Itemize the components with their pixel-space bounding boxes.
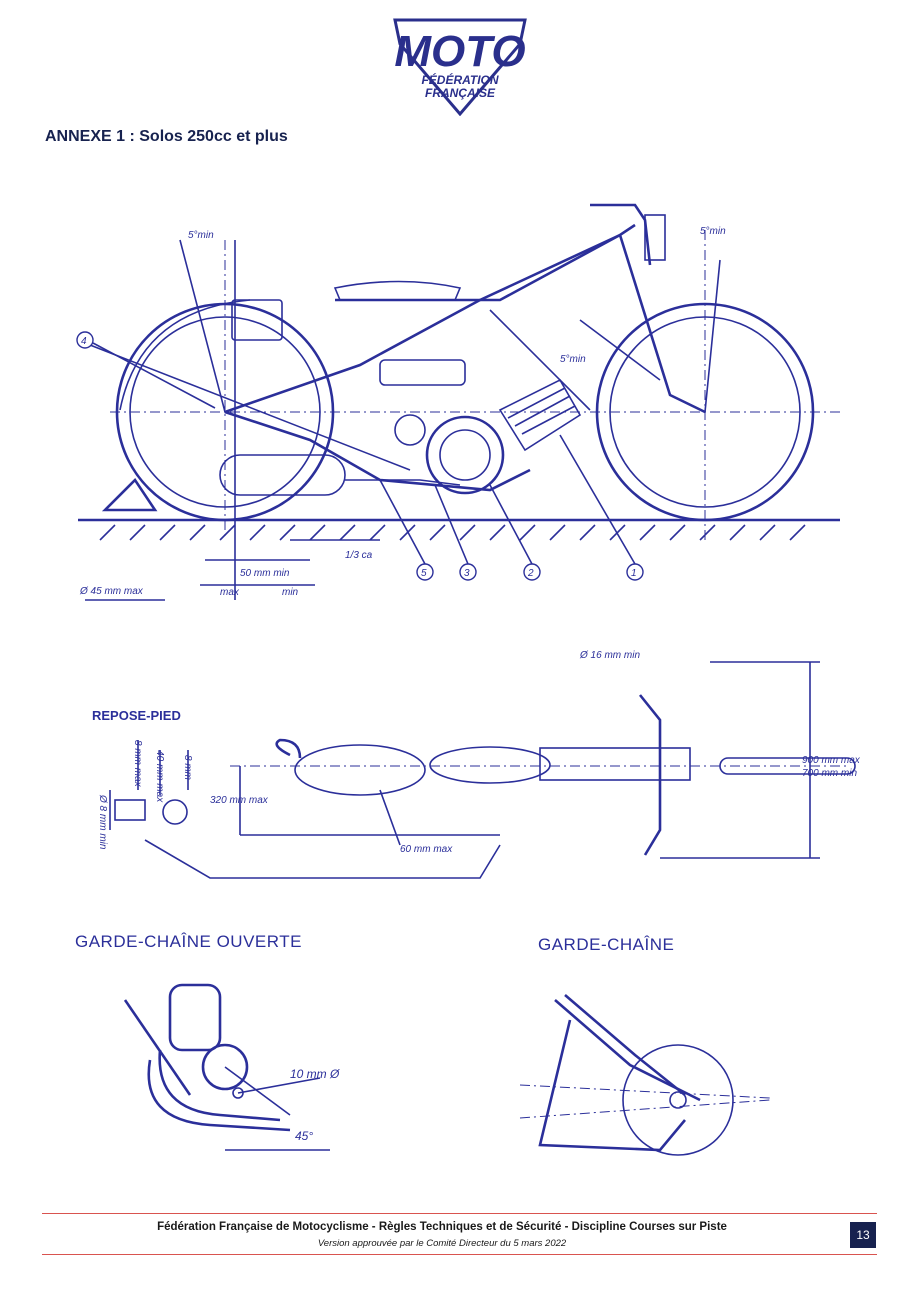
silencer: [219, 454, 346, 496]
logo-francaise-text: FRANÇAISE: [425, 86, 496, 100]
label-diameter: Ø 45 mm max: [79, 586, 144, 597]
label-angle-45: 45°: [295, 1129, 313, 1143]
label-min: min: [282, 587, 299, 598]
footer-rule-bottom: [42, 1254, 877, 1255]
callout-4: 4: [76, 331, 94, 349]
ffm-logo: MOTO FÉDÉRATION FRANÇAISE: [393, 18, 527, 116]
label-third: 1/3 ca: [345, 550, 373, 561]
chain-guard-drawing: [519, 994, 771, 1156]
chain-guard-diagrams: GARDE-CHAÎNE OUVERTE GARDE-CHAÎNE 10 mm …: [75, 932, 771, 1156]
label-dist-min: 50 mm min: [240, 568, 290, 579]
engine-cylinder-fins: [498, 378, 582, 452]
repose-pied-title: REPOSE-PIED: [92, 708, 181, 723]
chain-guard-title: GARDE-CHAÎNE: [538, 935, 674, 954]
logo-moto-text: MOTO: [394, 27, 525, 76]
label-angle-mid: 5°min: [560, 354, 586, 365]
svg-text:1: 1: [631, 568, 637, 579]
label-width-min: 700 mm min: [802, 768, 857, 779]
chain-guard-open-title: GARDE-CHAÎNE OUVERTE: [75, 932, 302, 951]
svg-text:5: 5: [421, 568, 427, 579]
callout-5: 5: [416, 563, 434, 581]
footer-rule-top: [42, 1213, 877, 1214]
svg-text:2: 2: [527, 568, 534, 579]
label-hole: 10 mm Ø: [290, 1067, 340, 1081]
label-peg-c: 8 mm: [182, 755, 193, 780]
label-angle-front: 5°min: [700, 226, 726, 237]
logo-federation-text: FÉDÉRATION: [421, 72, 498, 87]
page-number: 13: [850, 1222, 876, 1248]
callout-1: 1: [626, 563, 644, 581]
label-offset: 320 mm max: [210, 795, 269, 806]
callout-3: 3: [459, 563, 477, 581]
label-width-max: 900 mm max: [802, 755, 860, 766]
label-peg-d: Ø 8 mm min: [97, 794, 108, 850]
label-peg-a: 8 mm max: [132, 740, 143, 788]
label-peg-b: 40 mm max: [154, 750, 165, 803]
open-chain-guard-drawing: [123, 983, 330, 1151]
footrest-top-view-diagram: REPOSE-PIED 8 mm max 40 mm max 8 mm Ø 8 …: [92, 650, 860, 879]
label-length: 60 mm max: [400, 844, 453, 855]
svg-text:4: 4: [81, 336, 87, 347]
label-bar-diam: Ø 16 mm min: [579, 650, 640, 661]
footer-subtitle: Version approuvée par le Comité Directeu…: [317, 1238, 567, 1249]
annex-title: ANNEXE 1 : Solos 250cc et plus: [45, 128, 288, 145]
label-angle-rear: 5°min: [188, 230, 214, 241]
footer-title: Fédération Française de Motocyclisme - R…: [157, 1221, 727, 1233]
motorcycle-side-view-diagram: 5°min 5°min 5°min 1/3 ca 50 mm min Ø 45 …: [76, 203, 840, 601]
ground-hatching: [99, 524, 806, 541]
label-max: max: [220, 587, 240, 598]
svg-text:3: 3: [464, 568, 470, 579]
callout-2: 2: [523, 563, 541, 581]
